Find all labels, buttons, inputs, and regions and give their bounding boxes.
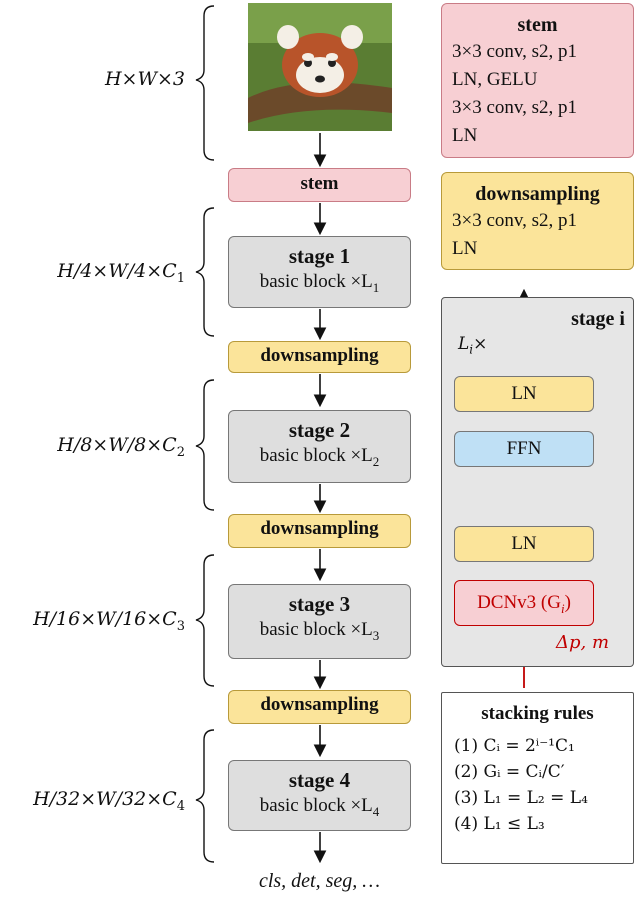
stem-detail-line-2: LN, GELU xyxy=(452,69,538,90)
stage-4-title: stage 4 xyxy=(288,768,351,792)
stacking-rules-title: stacking rules xyxy=(481,703,594,724)
stem-block: stem xyxy=(228,168,411,202)
stage-3-dimension-label: H/16×W/16×C3 xyxy=(33,608,185,634)
stage-3-block: stage 3 basic block ×L3 xyxy=(228,584,411,659)
stage-1-block: stage 1 basic block ×L1 xyxy=(228,236,411,308)
stage-3-title: stage 3 xyxy=(288,592,351,616)
downsampling-detail-title: downsampling xyxy=(475,183,600,205)
input-dimension-label: H×W×3 xyxy=(104,68,185,90)
stacking-rule-1: (1) Cᵢ = 2ⁱ⁻¹C₁ xyxy=(454,736,575,756)
stem-detail-title: stem xyxy=(517,14,558,36)
input-image xyxy=(248,3,392,131)
stacking-rule-4: (4) L₁ ≤ L₃ xyxy=(454,814,545,834)
dcnv3-block: DCNv3 (Gi) xyxy=(454,580,594,626)
stage-i-title: stage i xyxy=(571,308,625,330)
stacking-rule-2: (2) Gᵢ = Cᵢ/C′ xyxy=(454,762,565,782)
stage-4-subtitle: basic block ×L4 xyxy=(259,795,380,819)
stage-2-dimension-label: H/8×W/8×C2 xyxy=(57,434,185,460)
stage-1-subtitle: basic block ×L1 xyxy=(259,271,380,295)
downsampling-detail-panel: downsampling 3×3 conv, s2, p1 LN xyxy=(441,172,634,270)
stacking-rules-panel: stacking rules (1) Cᵢ = 2ⁱ⁻¹C₁ (2) Gᵢ = … xyxy=(441,692,634,864)
stage-4-dimension-label: H/32×W/32×C4 xyxy=(33,788,185,814)
stage-2-title: stage 2 xyxy=(288,418,351,442)
ln-top-block: LN xyxy=(454,376,594,412)
downsampling-detail-line-2: LN xyxy=(452,238,478,259)
ln-bottom-block: LN xyxy=(454,526,594,562)
downsampling-block-2: downsampling xyxy=(228,514,411,548)
stage-3-subtitle: basic block ×L3 xyxy=(259,619,380,643)
downsampling-block-1: downsampling xyxy=(228,341,411,373)
red-panda-image-icon xyxy=(248,3,392,131)
offset-mask-label: Δp, m xyxy=(556,632,610,653)
output-tasks-label: cls, det, seg, … xyxy=(258,870,381,892)
stem-detail-line-1: 3×3 conv, s2, p1 xyxy=(452,41,578,62)
downsampling-block-3: downsampling xyxy=(228,690,411,724)
stage-1-dimension-label: H/4×W/4×C1 xyxy=(57,260,185,286)
stacking-rule-3: (3) L₁ = L₂ = L₄ xyxy=(454,788,588,808)
downsampling-detail-line-1: 3×3 conv, s2, p1 xyxy=(452,210,578,231)
stage-2-subtitle: basic block ×L2 xyxy=(259,445,380,469)
ffn-block: FFN xyxy=(454,431,594,467)
stage-2-block: stage 2 basic block ×L2 xyxy=(228,410,411,483)
stage-i-repeat-label: Li× xyxy=(458,334,488,357)
stem-detail-line-3: 3×3 conv, s2, p1 xyxy=(452,97,578,118)
stem-detail-panel: stem 3×3 conv, s2, p1 LN, GELU 3×3 conv,… xyxy=(441,3,634,158)
stem-detail-line-4: LN xyxy=(452,125,478,146)
stage-1-title: stage 1 xyxy=(288,244,351,268)
stage-4-block: stage 4 basic block ×L4 xyxy=(228,760,411,831)
